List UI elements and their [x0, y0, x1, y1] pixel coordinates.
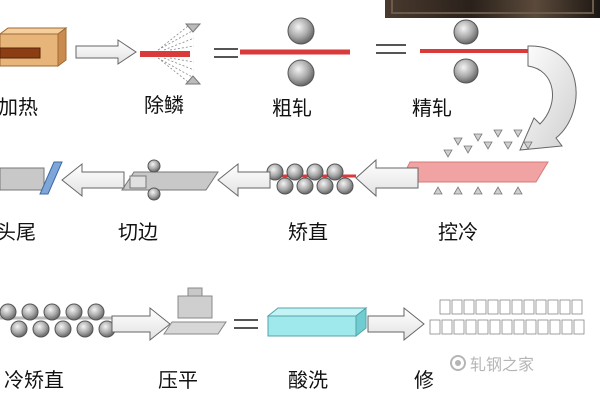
- edge-trimmer: [121, 159, 219, 201]
- pickling-tank: [266, 306, 368, 338]
- flow-arrow-4: [61, 162, 125, 198]
- heating-furnace: [0, 27, 68, 67]
- label-hot-straightening: 矫直: [288, 220, 328, 244]
- cold-straightener: [0, 303, 120, 338]
- head-tail-cutter: [0, 161, 63, 195]
- corner-photo: [385, 0, 600, 18]
- label-finish-rolling: 精轧: [412, 96, 452, 120]
- flow-arrow-5: [111, 306, 171, 342]
- gap-symbol-3: [234, 319, 258, 329]
- wechat-logo-icon: [450, 355, 466, 371]
- label-press-flattening: 压平: [158, 368, 198, 392]
- hot-straightener: [262, 163, 356, 195]
- rough-rolling-mill: [240, 17, 350, 87]
- label-descaling: 除鳞: [144, 93, 184, 117]
- label-edge-trimming: 切边: [118, 220, 158, 244]
- turn-arrow: [519, 45, 577, 151]
- label-pickling: 酸洗: [288, 368, 328, 392]
- flow-arrow-1: [75, 39, 137, 65]
- watermark: 轧钢之家: [450, 352, 534, 374]
- label-heating: 加热: [0, 95, 38, 119]
- flow-arrow-2: [355, 158, 419, 198]
- flow-arrow-3: [217, 162, 271, 198]
- controlled-cooling-zone: [399, 129, 549, 195]
- gap-symbol-1: [214, 48, 238, 58]
- press-flattener: [163, 287, 227, 335]
- finishing-stack: [429, 299, 585, 335]
- label-controlled-cooling: 控冷: [438, 220, 478, 244]
- label-rough-rolling: 粗轧: [272, 96, 312, 120]
- label-head-tail: 头尾: [0, 220, 36, 244]
- watermark-text: 轧钢之家: [470, 355, 535, 374]
- label-finishing: 修: [414, 368, 434, 392]
- label-cold-straightening: 冷矫直: [4, 368, 64, 392]
- flow-arrow-6: [367, 306, 425, 342]
- gap-symbol-2: [376, 44, 406, 54]
- descaling-unit: [140, 23, 202, 85]
- finish-rolling-mill: [420, 19, 528, 84]
